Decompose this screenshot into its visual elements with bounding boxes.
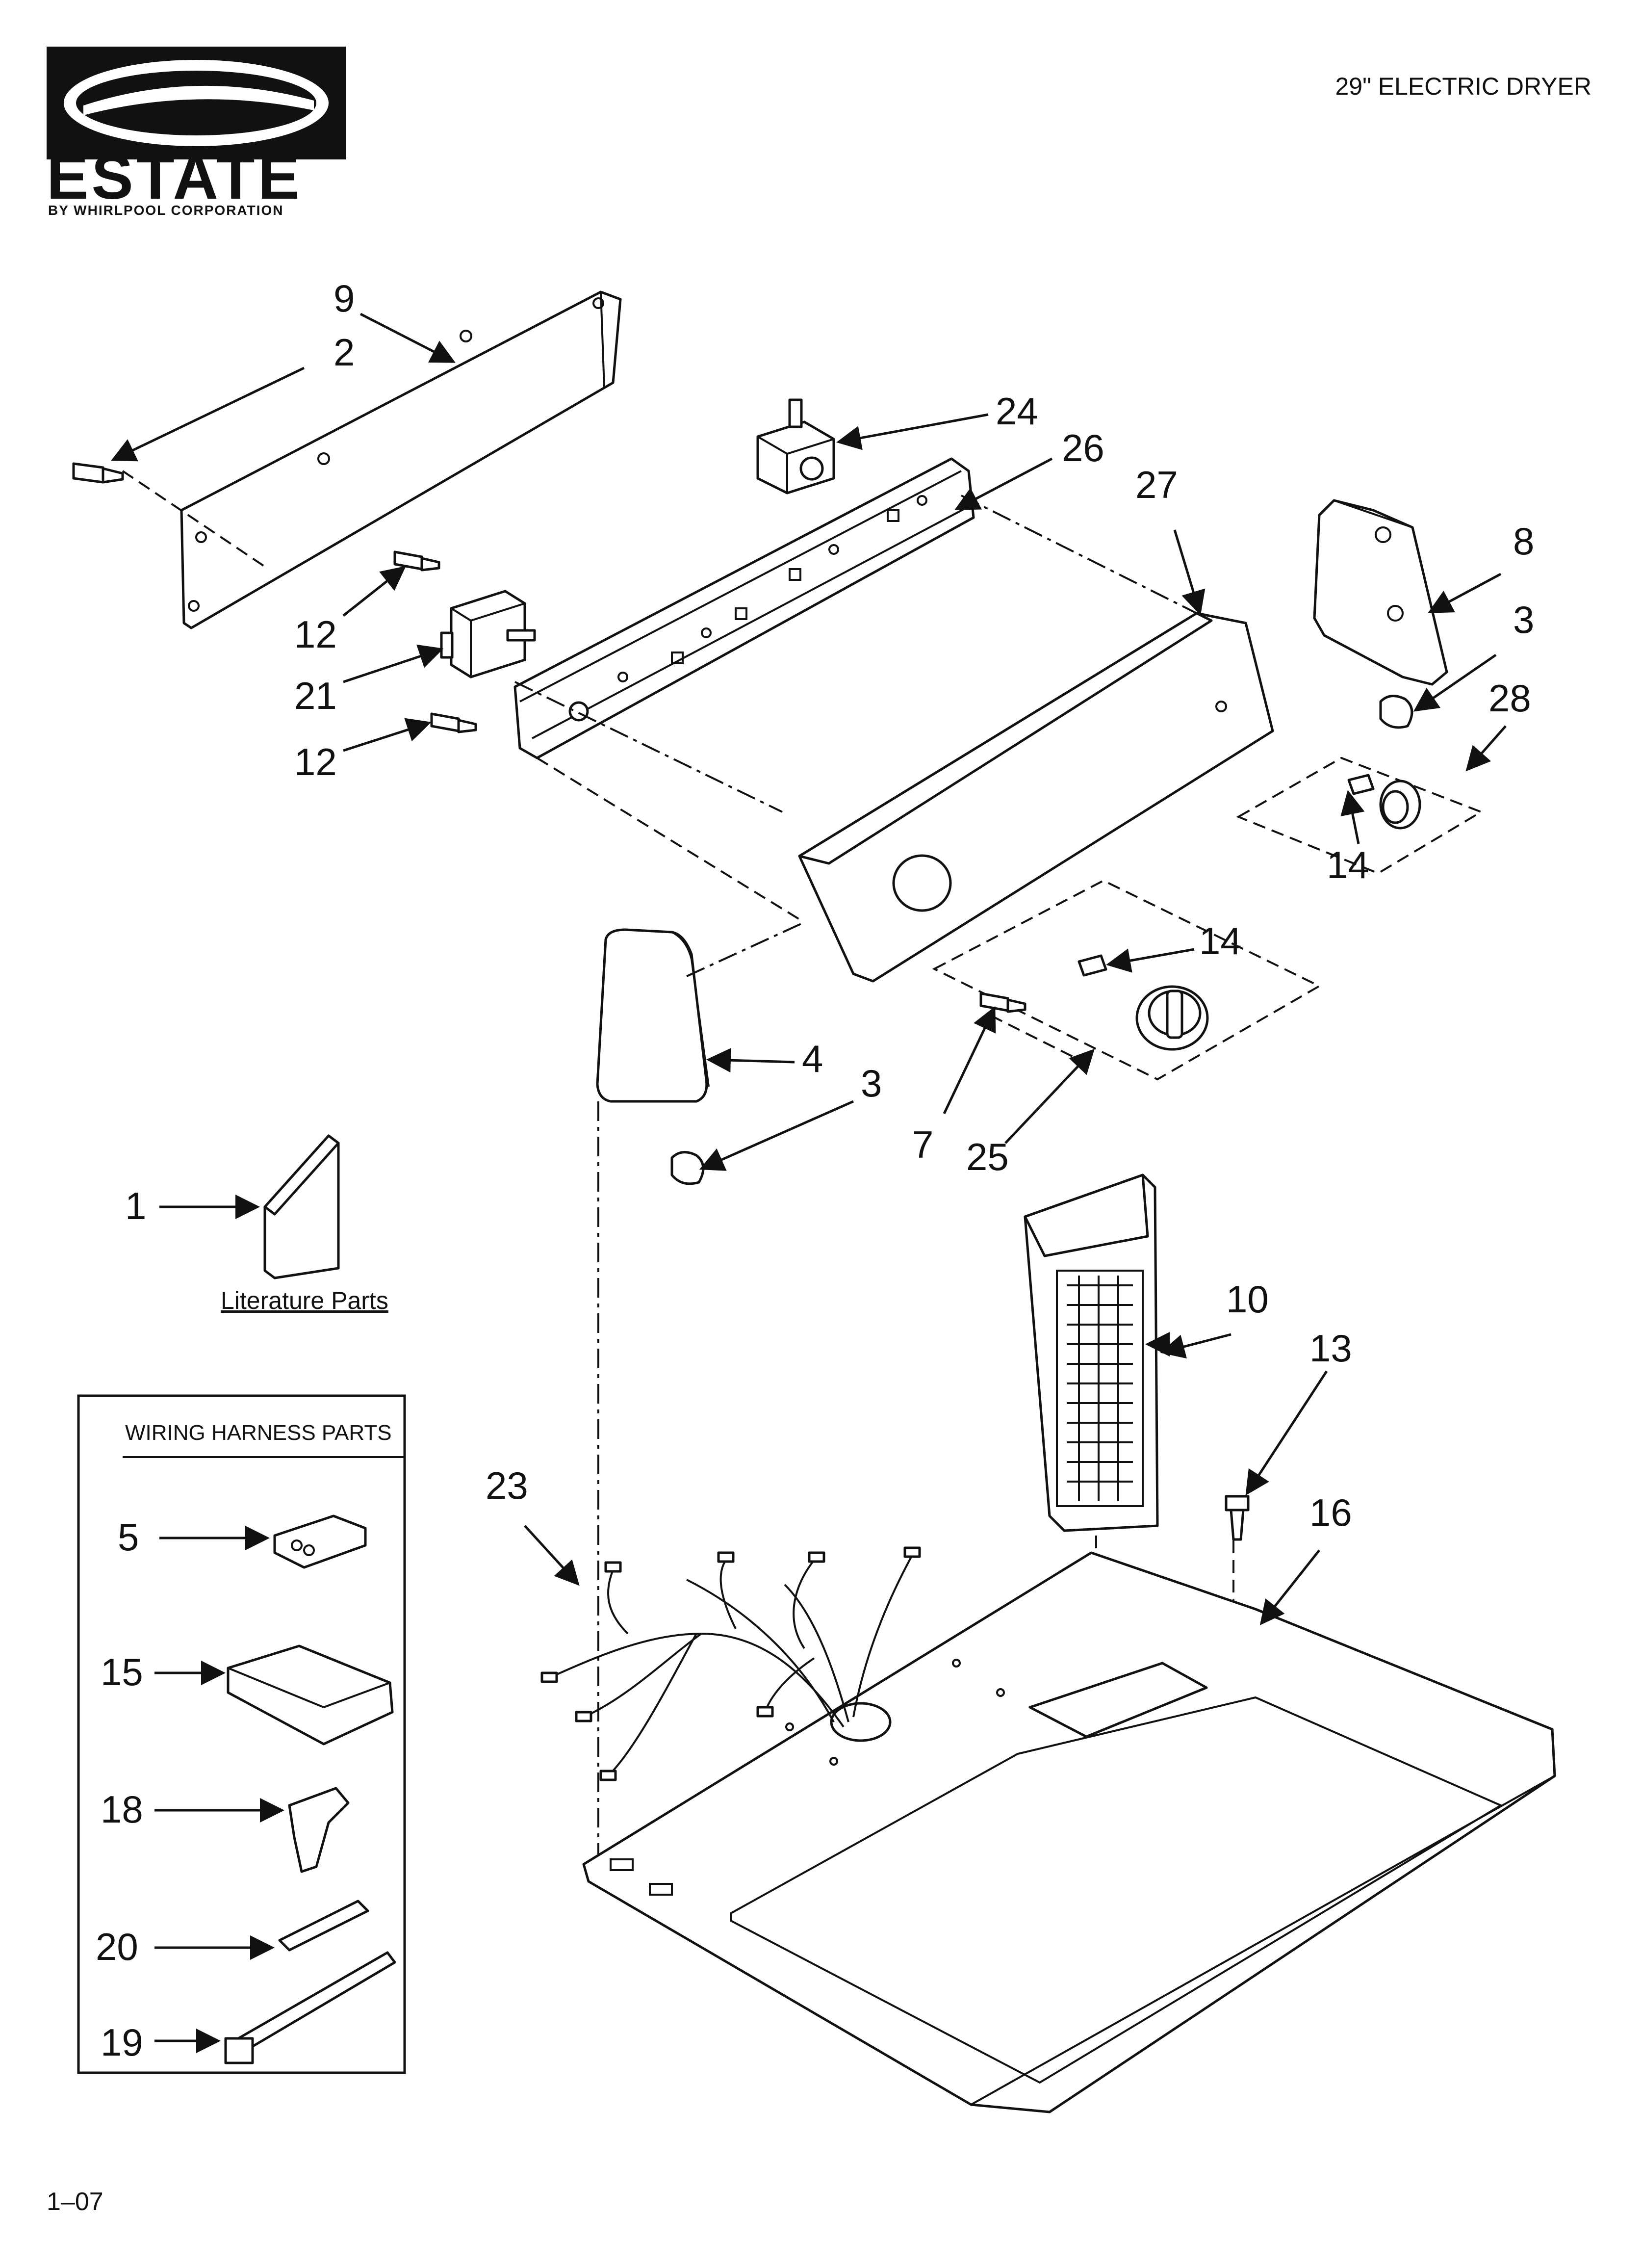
estate-logo: ESTATE BY WHIRLPOOL CORPORATION <box>47 47 346 218</box>
callout-8: 8 <box>1513 520 1534 563</box>
part-7-screw <box>979 992 1026 1013</box>
part-3-clip-left <box>670 1151 705 1185</box>
callout-28: 28 <box>1488 677 1531 720</box>
callout-1: 1 <box>125 1184 146 1227</box>
part-2-screw <box>72 462 124 484</box>
brand-name: ESTATE <box>47 142 303 212</box>
callout-3-left: 3 <box>861 1062 882 1105</box>
part-16-top-panel <box>582 1551 1556 2113</box>
part-21-switch <box>440 590 536 678</box>
callout-14-center: 14 <box>1199 919 1242 963</box>
callout-23: 23 <box>486 1464 528 1507</box>
part-9-bracket <box>180 290 622 629</box>
wiring-box-title: WIRING HARNESS PARTS <box>125 1421 392 1445</box>
callout-2: 2 <box>334 331 355 374</box>
part-12-screw-upper <box>393 550 440 572</box>
part-19-cable-tie <box>224 1951 396 2064</box>
page-code: 1–07 <box>47 2188 103 2216</box>
part-25-timer-knob <box>1135 985 1209 1051</box>
callout-7: 7 <box>912 1123 933 1166</box>
part-20-terminal <box>278 1900 369 1952</box>
callout-18: 18 <box>101 1788 143 1831</box>
part-13-screw <box>1225 1495 1250 1541</box>
brand-subtitle: BY WHIRLPOOL CORPORATION <box>48 203 283 218</box>
part-23-wiring-harness <box>540 1546 921 1781</box>
part-26-panel-bracket <box>513 457 975 759</box>
part-28-knob <box>1379 780 1421 830</box>
part-27-console <box>798 612 1274 983</box>
callout-13: 13 <box>1309 1327 1352 1370</box>
callout-27: 27 <box>1135 463 1178 506</box>
part-10-lint-screen <box>1024 1173 1159 1532</box>
wiring-harness-parts-box: WIRING HARNESS PARTS <box>77 1394 406 2074</box>
callout-10: 10 <box>1226 1277 1269 1321</box>
literature-parts-label: Literature Parts <box>221 1287 388 1314</box>
part-18-clip <box>288 1787 350 1873</box>
part-12-screw-lower <box>430 712 477 733</box>
callout-16: 16 <box>1309 1491 1352 1534</box>
callout-15: 15 <box>101 1650 143 1694</box>
part-1-literature <box>263 1134 340 1279</box>
callout-14-right: 14 <box>1327 843 1369 886</box>
part-5-connector <box>273 1514 367 1569</box>
callout-4: 4 <box>802 1037 823 1080</box>
callout-3-right: 3 <box>1513 598 1534 641</box>
part-4-end-cap-left <box>596 928 710 1103</box>
part-14-insert-center <box>1078 954 1107 977</box>
callout-25: 25 <box>966 1135 1009 1178</box>
callout-19: 19 <box>101 2021 143 2064</box>
callout-26: 26 <box>1062 426 1104 469</box>
part-24-timer <box>756 398 835 495</box>
callout-24: 24 <box>996 390 1038 433</box>
callout-9: 9 <box>334 277 355 320</box>
callout-21: 21 <box>294 674 337 717</box>
callout-5: 5 <box>118 1515 139 1559</box>
callout-12-upper: 12 <box>294 613 337 656</box>
page-title: 29" ELECTRIC DRYER <box>1335 73 1591 100</box>
callout-20: 20 <box>96 1925 138 1968</box>
part-15-terminal-block <box>227 1644 394 1746</box>
part-14-insert-right <box>1347 774 1375 795</box>
part-8-end-cap <box>1313 499 1448 686</box>
part-3-clip-right <box>1379 695 1413 729</box>
callout-12-lower: 12 <box>294 740 337 783</box>
